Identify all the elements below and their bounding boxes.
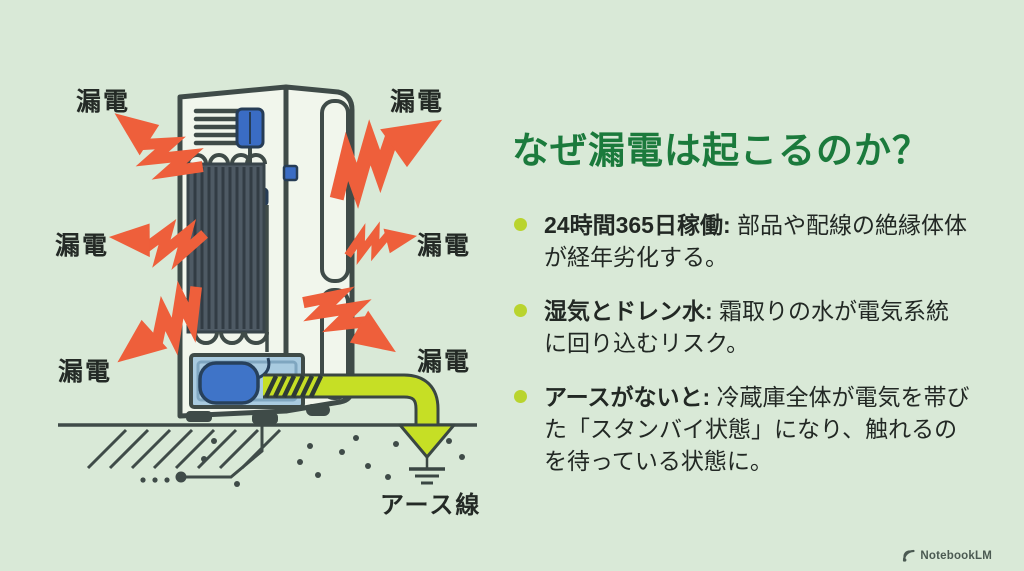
watermark: NotebookLM xyxy=(902,549,992,562)
ground-wire-label: アース線 xyxy=(380,492,482,519)
bullet-text: 湿気とドレン水: 霜取りの水が電気系統に回り込むリスク。 xyxy=(544,297,950,356)
bullet-text: 24時間365日稼働: 部品や配線の絶縁体体が経年劣化する。 xyxy=(544,211,968,270)
notebooklm-logo-icon xyxy=(903,549,915,562)
fridge-feet xyxy=(186,404,330,424)
leak-label-bottom-right: 漏電 xyxy=(417,348,472,376)
leak-label-top-left: 漏電 xyxy=(76,88,131,116)
leak-bolt-mid-right xyxy=(345,224,419,259)
refrigerator-leakage-diagram xyxy=(58,84,477,487)
bullet-dot-icon xyxy=(514,217,527,231)
leak-label-mid-right: 漏電 xyxy=(417,232,472,260)
brand-label: NotebookLM xyxy=(920,549,992,562)
bullet-list: 24時間365日稼働: 部品や配線の絶縁体体が経年劣化する。 湿気とドレン水: … xyxy=(512,209,972,477)
earth-ground-symbol xyxy=(409,467,445,485)
content-panel: なぜ漏電は起こるのか？ 24時間365日稼働: 部品や配線の絶縁体体が経年劣化す… xyxy=(512,130,998,477)
refrigerator-icon xyxy=(177,84,355,424)
bullet-text: アースがないと: 冷蔵庫全体が電気を帯びた「スタンバイ状態」になり、触れるのを待… xyxy=(544,383,970,474)
page-title: なぜ漏電は起こるのか？ xyxy=(512,130,930,171)
leak-label-mid-left: 漏電 xyxy=(55,232,110,260)
ground-cable-arrow xyxy=(263,373,456,485)
bullet-dot-icon xyxy=(514,389,527,403)
bullet-dot-icon xyxy=(514,303,527,317)
leak-label-bottom-left: 漏電 xyxy=(58,358,113,386)
list-item: 24時間365日稼働: 部品や配線の絶縁体体が経年劣化する。 xyxy=(512,209,972,273)
leak-label-top-right: 漏電 xyxy=(390,88,445,116)
list-item: アースがないと: 冷蔵庫全体が電気を帯びた「スタンバイ状態」になり、触れるのを待… xyxy=(512,381,972,477)
condenser-coil xyxy=(186,153,269,352)
list-item: 湿気とドレン水: 霜取りの水が電気系統に回り込むリスク。 xyxy=(512,295,972,359)
